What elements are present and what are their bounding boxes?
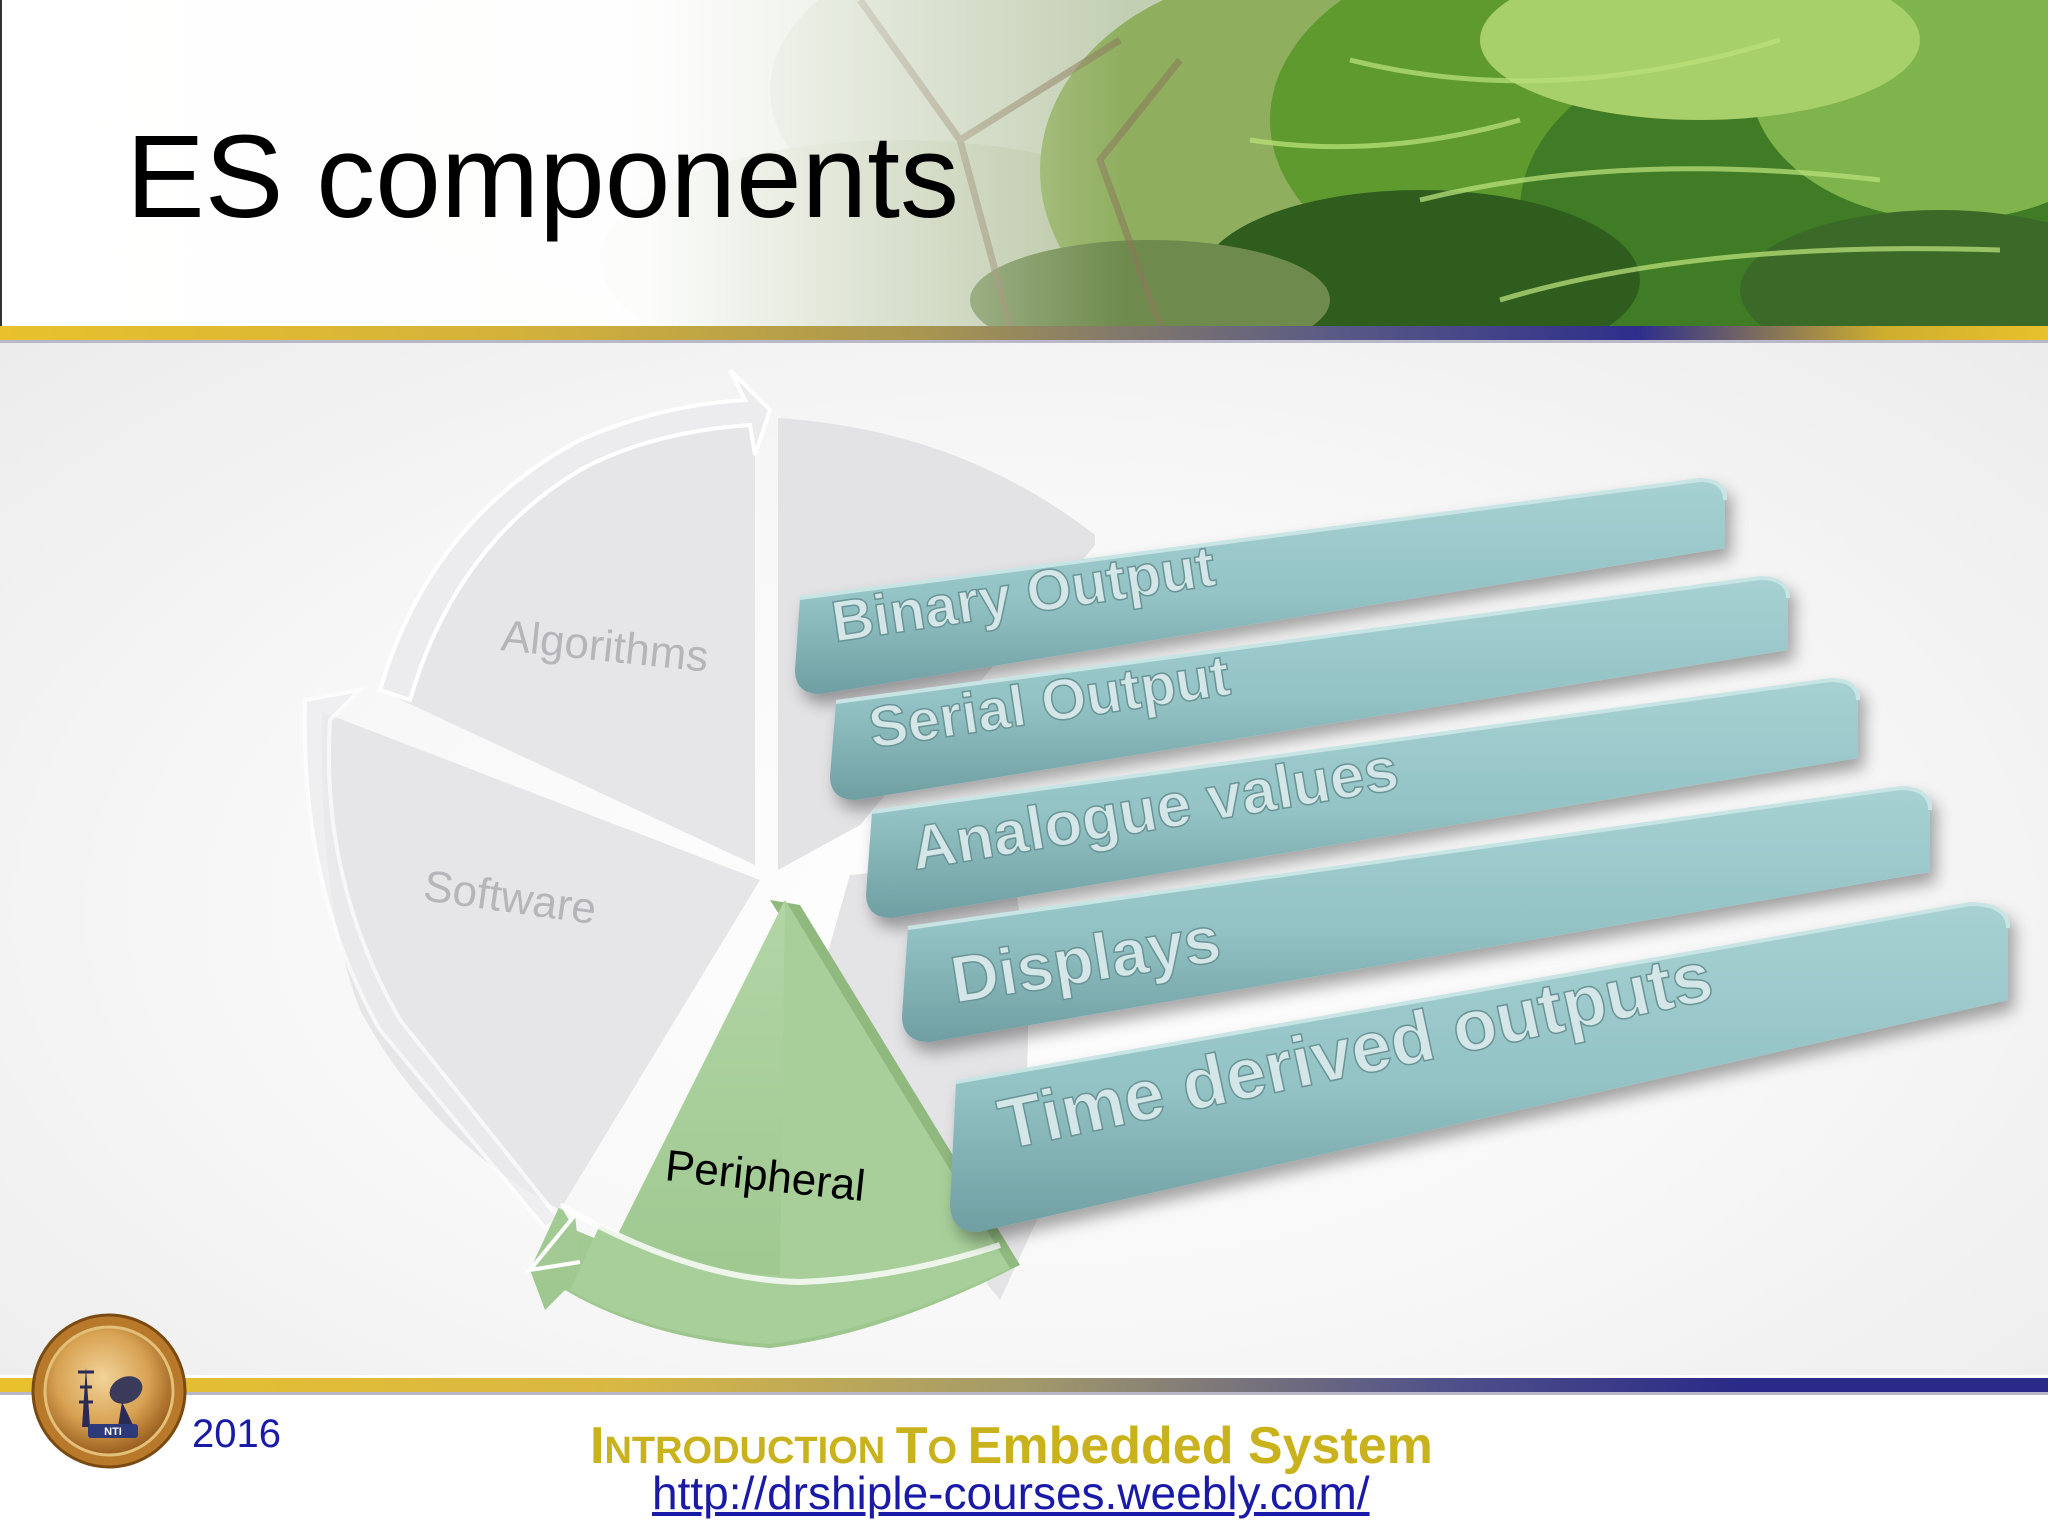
header-banner: ES components bbox=[0, 0, 2048, 326]
footer-year: 2016 bbox=[192, 1412, 281, 1456]
logo-text: NTI bbox=[104, 1426, 122, 1438]
output-bars: Binary Output Serial Output Analogue val… bbox=[795, 477, 2010, 1232]
foliage-background-image bbox=[0, 0, 2048, 326]
footer-title-part-3: Embedded System bbox=[967, 1417, 1433, 1475]
footer-course-link[interactable]: http://drshiple-courses.weebly.com/ bbox=[652, 1467, 1370, 1519]
top-divider-line bbox=[0, 340, 2048, 343]
output-bar-4: Displays bbox=[902, 785, 1932, 1042]
cycle-arrow-top bbox=[377, 368, 773, 703]
bottom-divider-line bbox=[0, 1392, 2048, 1395]
output-bar-2: Serial Output bbox=[830, 575, 1790, 800]
slide-title: ES components bbox=[126, 111, 960, 243]
footer-title-part-1: ntroduction bbox=[604, 1430, 896, 1472]
top-divider-bar bbox=[0, 326, 2048, 340]
bottom-divider-bar bbox=[0, 1378, 2048, 1392]
components-diagram: Algorithms Software Peripheral Binary Ou… bbox=[302, 368, 2010, 1348]
footer-title-part-2: TO bbox=[895, 1417, 968, 1475]
header-left-rule bbox=[0, 0, 2, 326]
footer-course-title: Introduction TO Embedded System bbox=[590, 1417, 1433, 1475]
nti-logo: NTI bbox=[31, 1313, 187, 1469]
